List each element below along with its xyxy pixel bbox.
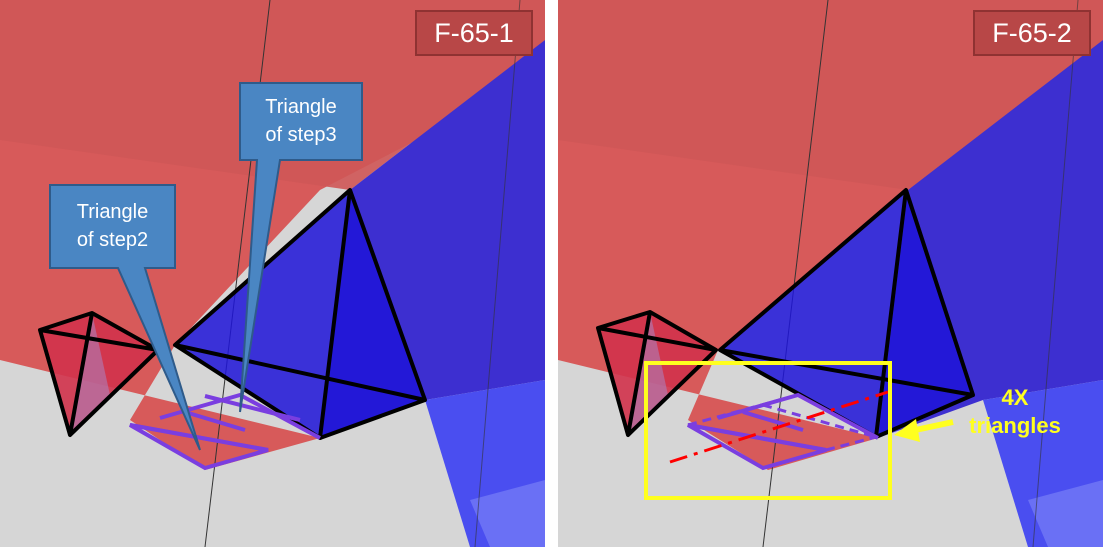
callout-step2-line1: Triangle [76,201,149,223]
callout-step3-line2: of step3 [265,124,337,146]
pyramid-edge [626,311,652,436]
pyramid-edge [68,312,94,436]
blue-corner-face [1028,480,1103,547]
pointer-arrow-head [894,419,920,442]
symmetry-axis [669,390,889,464]
panel-f65-1: F-65-1 Triangle of step2 Triangle of ste… [0,0,545,547]
annotation-four-triangles: 4X triangles [960,384,1070,440]
figure-label-1: F-65-1 [415,10,533,56]
callout-step3-line1: Triangle [265,96,337,118]
grid-line [1032,0,1079,547]
four-triangles [687,392,879,471]
tetrahedron-edges [173,188,427,440]
scene-diagram-1 [0,0,545,547]
panel-f65-2: F-65-2 4X triangles [558,0,1103,547]
callout-text-step2: Triangle of step2 [50,198,175,254]
mirrored-triangles [687,393,877,452]
grid-line [474,0,521,547]
pyramid-edges [596,310,718,437]
red-upper-face [558,0,1103,190]
annotation-line1: 4X [1001,385,1029,410]
callout-step2-line2: of step2 [76,229,149,251]
blue-tetrahedron [720,190,973,437]
tetrahedron-edge [875,393,974,439]
highlight-box [644,361,892,500]
callout-step3 [239,82,363,413]
pyramid-edges [38,311,160,437]
blue-tetrahedron [175,190,425,438]
tetrahedron-edge [319,398,426,440]
blue-corner-face [470,480,545,547]
step-triangles [129,392,321,471]
grid-line [762,0,829,547]
callout-step2 [49,184,201,451]
figure-label-2: F-65-2 [973,10,1091,56]
annotation-line2: triangles [969,413,1061,438]
scene-diagram-2 [558,0,1103,547]
callout-text-step3: Triangle of step3 [240,93,362,149]
